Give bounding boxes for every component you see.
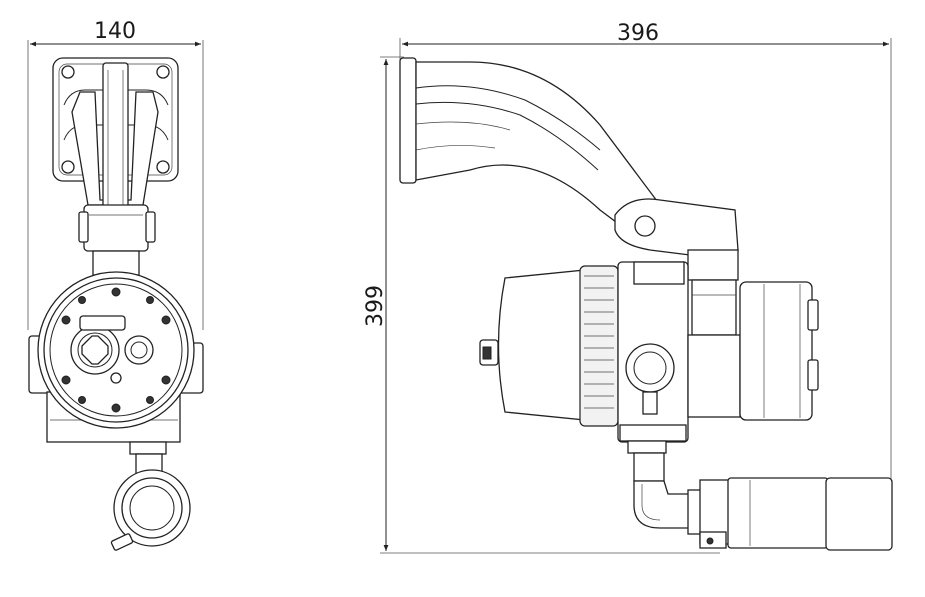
swivel-block [78, 204, 156, 276]
detector-housing [479, 261, 819, 443]
front-view: 140 [27, 19, 204, 551]
wall-plate [399, 57, 417, 184]
cable-gland-front [110, 441, 191, 551]
pivot-joint [614, 198, 739, 336]
side-view: 396 399 [363, 21, 893, 554]
height-dimension-label: 399 [363, 285, 388, 327]
main-housing [28, 271, 204, 443]
cable-gland-side [627, 440, 893, 551]
width-dimension-label: 140 [94, 19, 136, 44]
sensor-window [70, 315, 154, 384]
length-dimension-label: 396 [617, 21, 659, 46]
bracket-arm [71, 62, 159, 214]
